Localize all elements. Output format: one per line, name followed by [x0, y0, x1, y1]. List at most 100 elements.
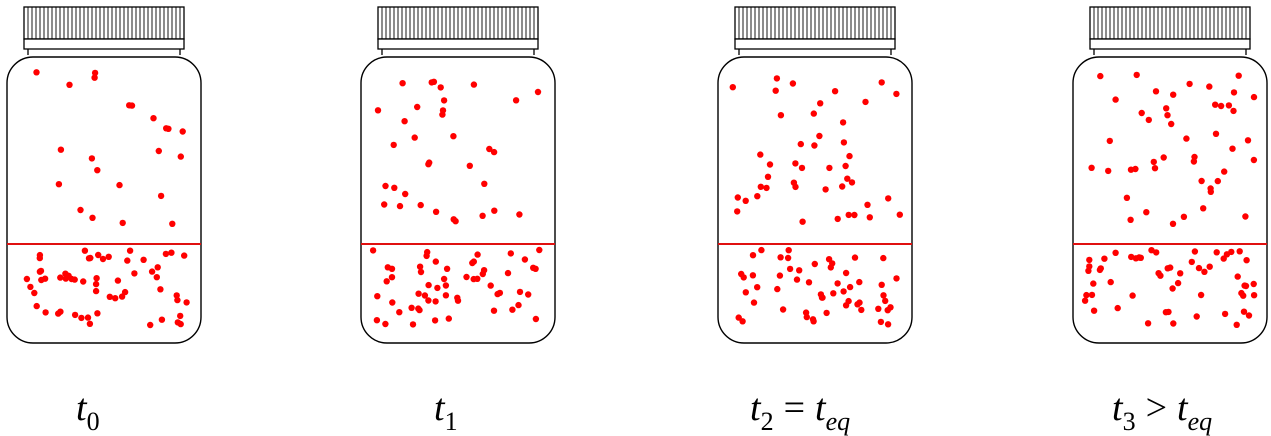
particle: [425, 161, 432, 168]
particle: [1186, 80, 1193, 88]
label-t2-sub: 2: [761, 407, 774, 436]
particle: [1081, 297, 1089, 304]
jar-t1: [360, 6, 556, 344]
particle: [163, 125, 170, 132]
particle: [494, 290, 501, 298]
particle: [1097, 72, 1104, 80]
particle: [1183, 135, 1190, 142]
particle: [742, 197, 749, 204]
particle: [77, 206, 84, 214]
particle: [858, 306, 865, 314]
jar-cap: [377, 6, 539, 50]
particle: [507, 250, 514, 257]
particle: [92, 280, 100, 288]
particle: [174, 296, 181, 304]
particle: [384, 264, 391, 271]
particle: [1177, 270, 1184, 277]
particle: [776, 272, 784, 279]
upper-phase-particles: [374, 78, 542, 225]
particle: [885, 195, 892, 202]
particle: [112, 295, 119, 302]
particle: [80, 278, 87, 285]
particle: [1114, 304, 1121, 312]
particle: [846, 283, 854, 291]
particle: [382, 182, 389, 190]
particle: [817, 291, 825, 298]
particle: [532, 315, 540, 323]
particle: [1243, 257, 1250, 264]
particle: [169, 220, 176, 227]
label-t2: t2=teq: [750, 387, 850, 436]
upper-phase-particles: [33, 69, 186, 227]
particle: [87, 254, 94, 262]
particle: [1148, 247, 1155, 254]
particle: [525, 291, 532, 298]
particle: [1228, 248, 1235, 256]
particle: [1112, 249, 1119, 256]
particle: [840, 288, 847, 295]
particle: [128, 102, 136, 109]
particle: [1155, 270, 1162, 277]
particle: [1143, 209, 1150, 216]
particle: [154, 264, 161, 271]
particle: [1088, 164, 1095, 171]
particle: [1250, 93, 1258, 101]
particle: [1238, 289, 1245, 297]
particle: [830, 290, 837, 297]
particle: [1097, 265, 1105, 272]
particle: [536, 246, 543, 254]
particle: [396, 309, 403, 316]
particle: [440, 275, 448, 283]
particle: [878, 281, 885, 288]
particle: [822, 186, 829, 193]
particle: [763, 184, 770, 192]
particle: [33, 302, 40, 310]
particle: [437, 84, 444, 91]
jar-body: [717, 56, 913, 344]
particle: [179, 128, 186, 135]
particle: [1170, 91, 1177, 98]
particle: [742, 289, 749, 296]
particle: [1086, 256, 1093, 264]
particle: [851, 254, 859, 261]
particle: [866, 214, 873, 221]
particle: [439, 111, 446, 118]
particle: [1250, 280, 1257, 288]
particle: [414, 103, 421, 111]
particle: [766, 161, 774, 168]
particle: [1132, 255, 1140, 262]
particle: [383, 278, 390, 285]
particle: [57, 274, 64, 281]
particle: [754, 284, 761, 291]
particle: [758, 246, 765, 254]
particle: [772, 87, 779, 94]
label-t0-sub: 0: [87, 407, 100, 436]
particle: [491, 207, 498, 214]
particle: [844, 175, 851, 182]
label-t3-base: t: [1112, 387, 1124, 429]
particle: [92, 287, 100, 295]
particle: [793, 276, 801, 283]
particle: [381, 201, 388, 208]
particle: [140, 256, 147, 263]
label-t0: t0: [76, 387, 100, 436]
particle: [1127, 216, 1134, 223]
jar-cap: [734, 6, 896, 50]
particle: [442, 282, 450, 289]
particle: [33, 69, 40, 76]
particle: [1250, 292, 1258, 299]
particle: [432, 258, 439, 265]
particle: [734, 194, 741, 201]
jar-body: [6, 56, 202, 344]
particle: [799, 218, 806, 225]
jar-t3: [1072, 6, 1268, 344]
particle: [845, 211, 852, 219]
upper-phase-particles: [729, 75, 903, 225]
particle: [454, 294, 461, 301]
particle: [399, 80, 406, 87]
particle: [177, 153, 184, 160]
particle: [848, 179, 856, 186]
particle: [805, 279, 813, 286]
particle: [91, 74, 98, 81]
particle: [116, 181, 123, 189]
